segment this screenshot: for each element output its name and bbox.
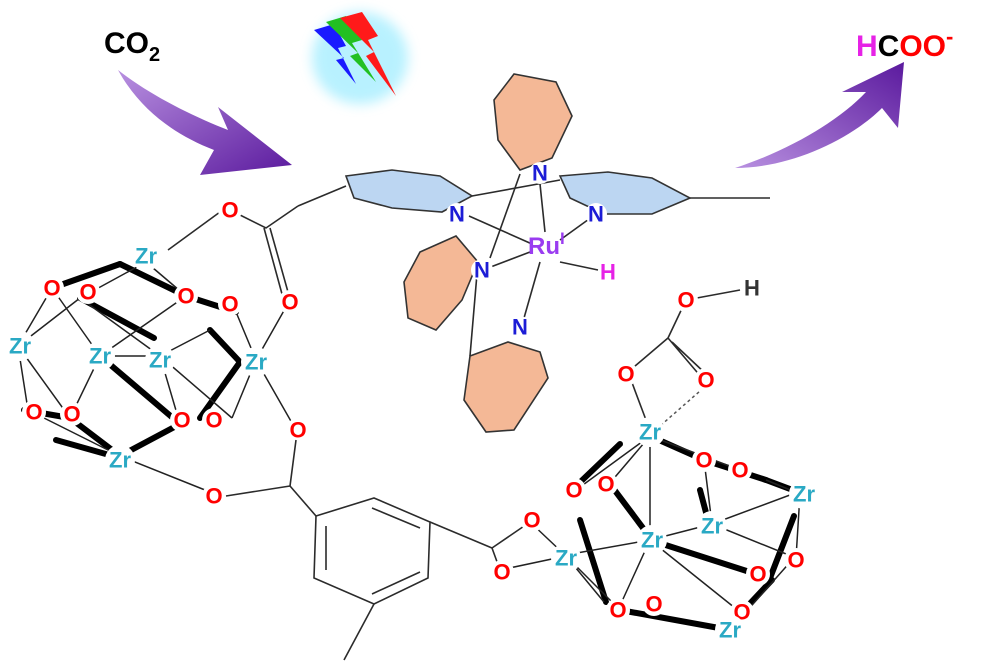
nitrogen-atom-label: N bbox=[532, 161, 548, 186]
zr-atom-label: Zr bbox=[701, 514, 723, 539]
formate-label: HCOO- bbox=[856, 24, 953, 63]
zr-atom-label: Zr bbox=[639, 420, 661, 445]
oxygen-atom-label: O bbox=[205, 484, 222, 509]
reaction-arrow-out bbox=[735, 62, 904, 168]
oxygen-atom-label: O bbox=[749, 562, 766, 587]
oxygen-atom-label: O bbox=[565, 478, 582, 503]
oxygen-atom-label: O bbox=[493, 560, 510, 585]
oxygen-atom-label: O bbox=[787, 548, 804, 573]
ru-center: RuI bbox=[528, 229, 565, 260]
ruthenium-complex: N N N N N RuI H bbox=[297, 73, 770, 433]
oxygen-atom-label: O bbox=[221, 292, 238, 317]
oxygen-atom-label: O bbox=[177, 284, 194, 309]
co2-label: CO2 bbox=[104, 27, 160, 66]
oxygen-atom-label: O bbox=[617, 362, 634, 387]
oxygen-atom-label: O bbox=[695, 448, 712, 473]
zr-atom-label: Zr bbox=[89, 344, 111, 369]
zr-atom-label: Zr bbox=[9, 334, 31, 359]
oxygen-atom-label: O bbox=[281, 290, 298, 315]
oxygen-atom-label: O bbox=[63, 402, 80, 427]
oxygen-atom-label: O bbox=[221, 198, 238, 223]
oxygen-atom-label: O bbox=[609, 598, 626, 623]
oxygen-atom-label: O bbox=[289, 418, 306, 443]
zr-atom-label: Zr bbox=[719, 618, 741, 643]
oxygen-atom-label: O bbox=[677, 288, 694, 313]
zr-atom-label: Zr bbox=[555, 546, 577, 571]
light-bolt-icon bbox=[312, 12, 408, 104]
zr-atom-label: Zr bbox=[793, 482, 815, 507]
reaction-arrow-in bbox=[118, 70, 292, 175]
oxygen-atom-label: O bbox=[523, 508, 540, 533]
zr-cluster-left: O O O O O O O O O O O O Zr Zr Zr Zr Zr Z… bbox=[5, 198, 310, 509]
zr-atom-label: Zr bbox=[109, 448, 131, 473]
zr-atom-label: Zr bbox=[641, 528, 663, 553]
zr-atom-label: Zr bbox=[135, 244, 157, 269]
carboxylate-link bbox=[167, 205, 299, 295]
zr-atom-label: Zr bbox=[149, 348, 171, 373]
nitrogen-atom-label: N bbox=[588, 202, 604, 227]
benzene-linker bbox=[225, 439, 531, 661]
oxygen-atom-label: O bbox=[173, 408, 190, 433]
oxygen-atom-label: O bbox=[25, 400, 42, 425]
nitrogen-atom-label: N bbox=[474, 258, 490, 283]
oxygen-atom-label: O bbox=[645, 592, 662, 617]
oxygen-atom-label: O bbox=[697, 368, 714, 393]
nitrogen-atom-label: N bbox=[512, 315, 528, 340]
oxygen-atom-label: O bbox=[731, 458, 748, 483]
nitrogen-atom-label: N bbox=[449, 202, 465, 227]
oxygen-atom-label: O bbox=[43, 276, 60, 301]
oxygen-atom-label: O bbox=[79, 280, 96, 305]
oxygen-atom-label: O bbox=[597, 472, 614, 497]
zr-atom-label: Zr bbox=[245, 350, 267, 375]
hydrogen-atom-label: H bbox=[744, 276, 760, 301]
zr-cluster-right: O O O O O O O O O O O O O O H Zr Zr Zr Z… bbox=[490, 276, 819, 645]
hydride-h: H bbox=[600, 260, 616, 285]
oxygen-atom-label: O bbox=[205, 408, 222, 433]
